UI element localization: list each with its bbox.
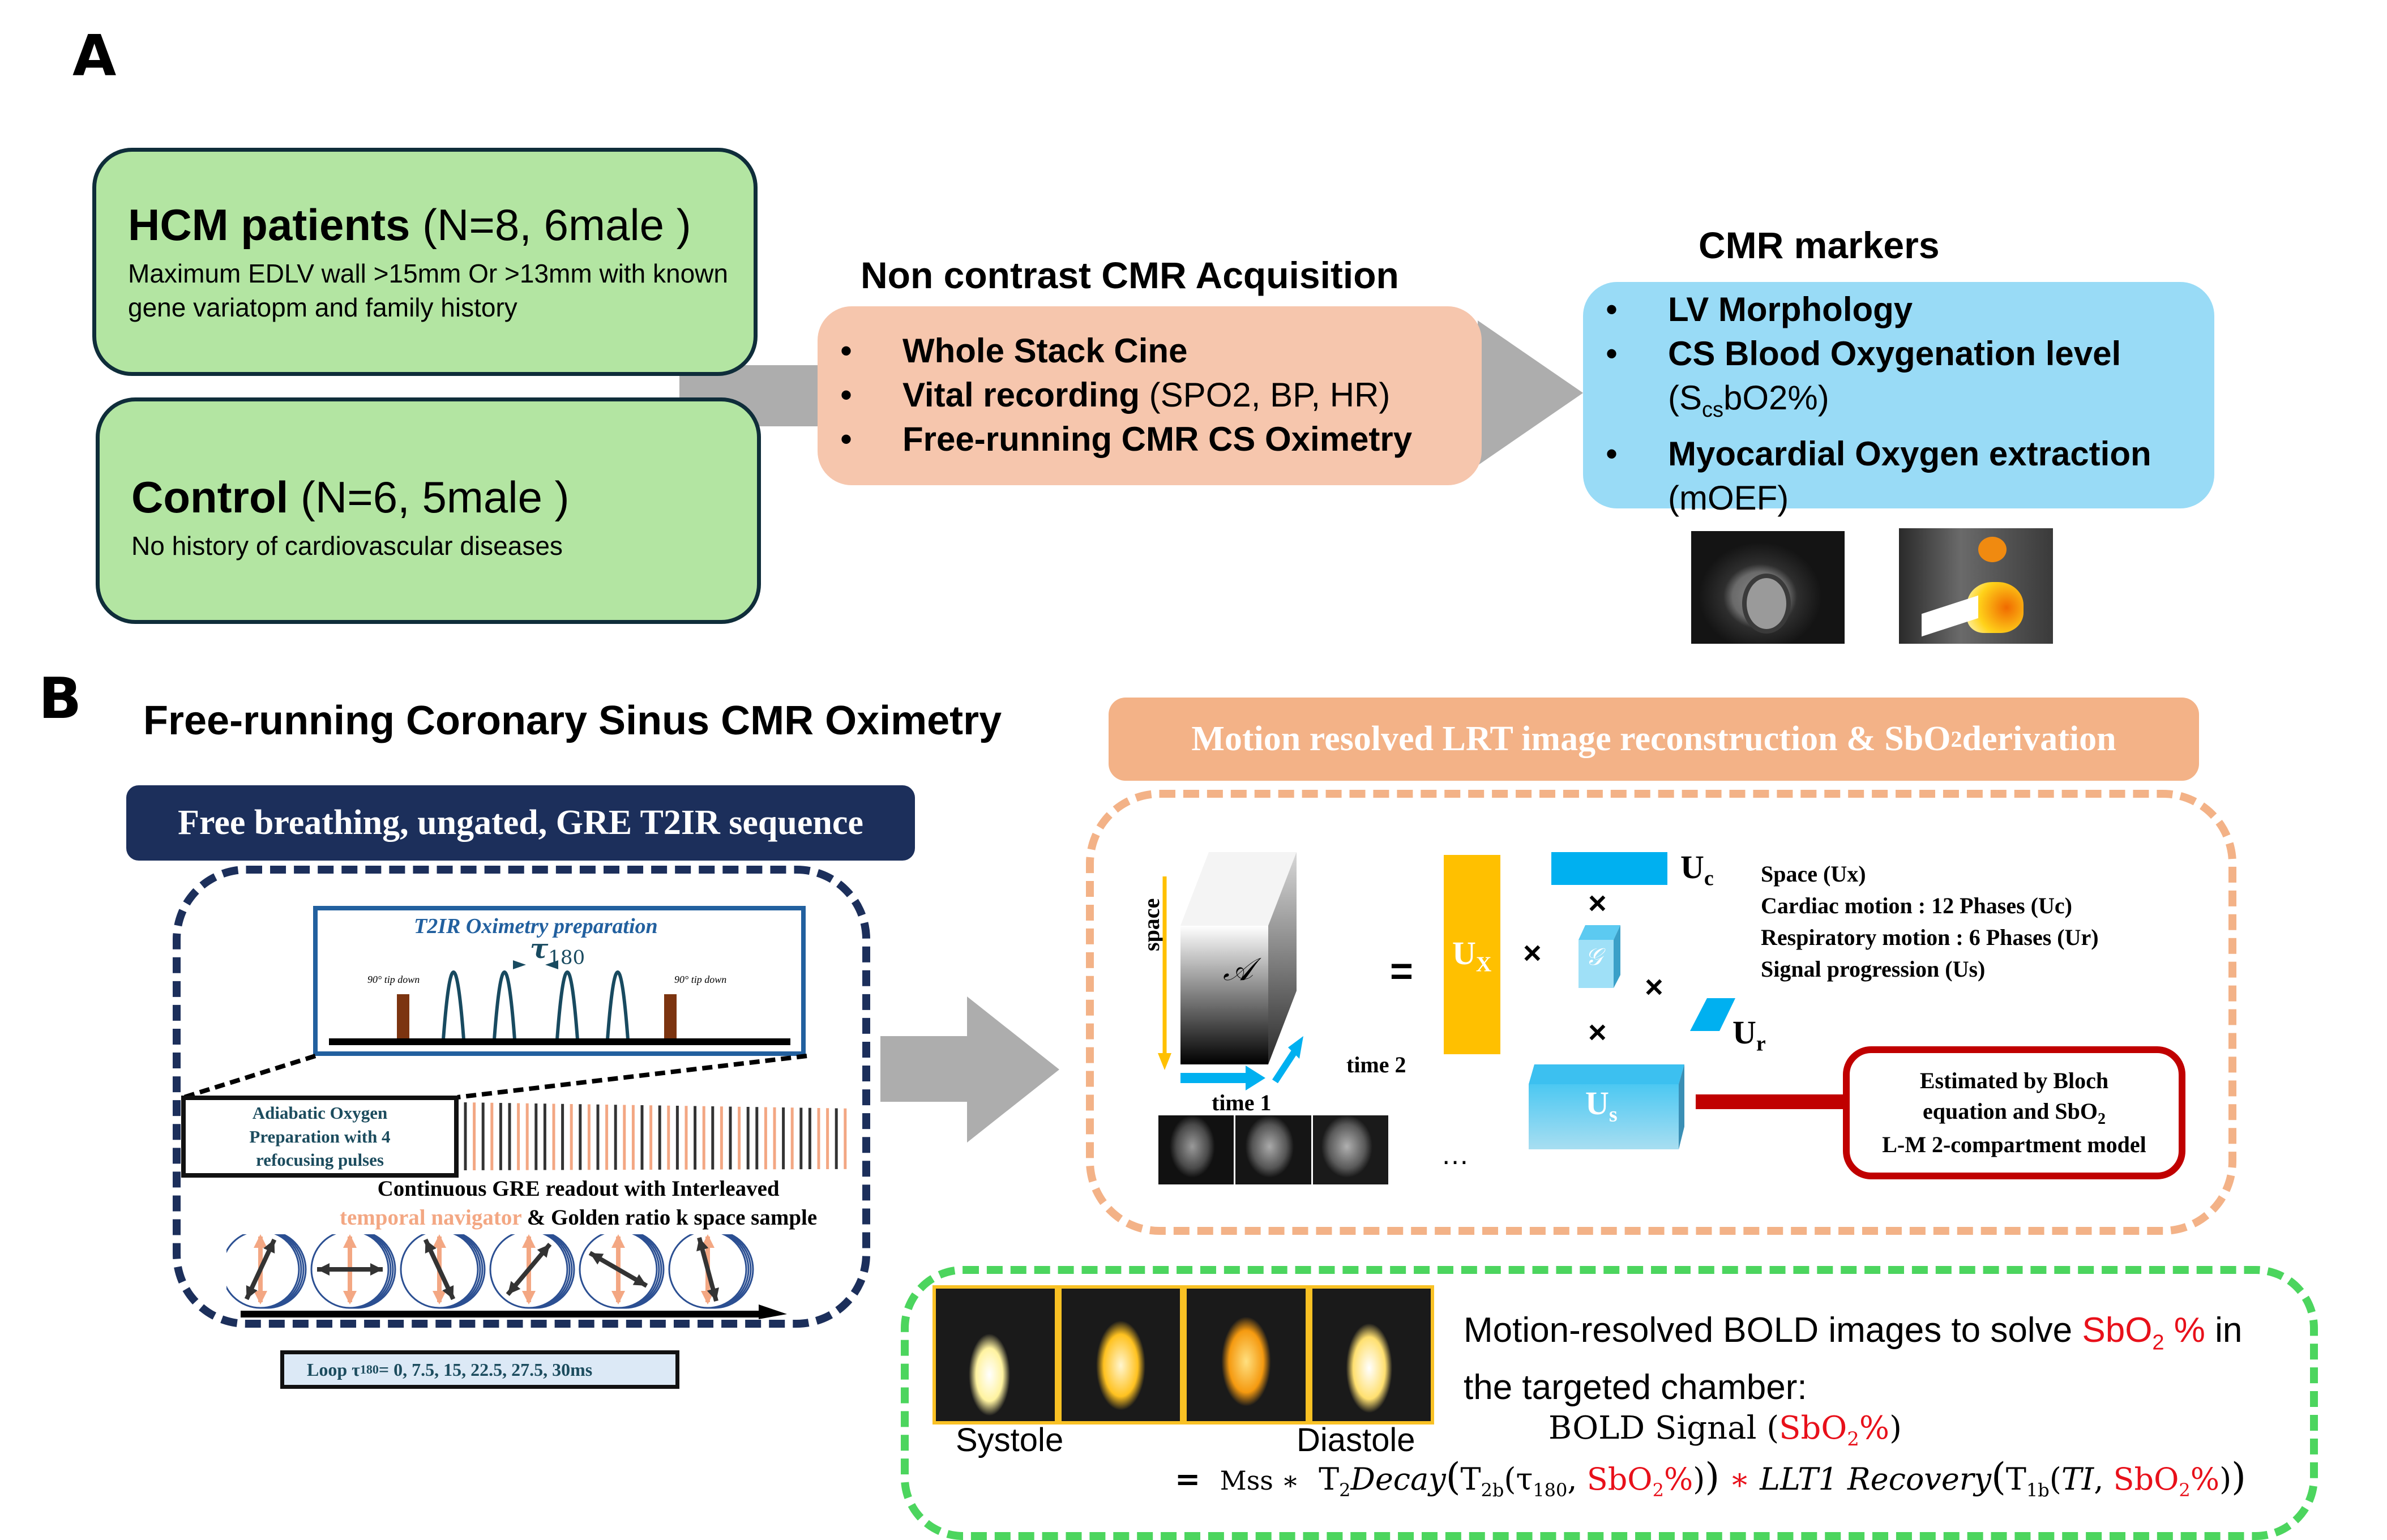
- t2ir-title: T2IR Oximetry preparation: [414, 914, 658, 938]
- cine-short-axis-image: [1691, 531, 1845, 644]
- control-title: Control (N=6, 5male ): [131, 472, 570, 522]
- tau-arrow-right: [513, 960, 526, 969]
- times-sign: ×: [1645, 969, 1663, 1004]
- refocusing-pulse-3: [555, 970, 579, 1040]
- oximetry-title: Free-running Coronary Sinus CMR Oximetry: [143, 698, 1002, 743]
- ellipsis: …: [1441, 1139, 1469, 1170]
- tip-down-label-left: 90° tip down: [367, 974, 420, 985]
- hcm-patients-box: HCM patients (N=8, 6male ) Maximum EDLV …: [92, 148, 758, 376]
- zoom-guide-lines: [183, 1054, 807, 1100]
- pulse-diagram: [329, 960, 790, 1045]
- times-sign: ×: [1523, 935, 1542, 970]
- bold-frame: [1058, 1285, 1183, 1424]
- bold-signal-equation-rhs: = Mss ∗ T2Decay(T2b(τ180, SbO2%)) ∗ LLT1…: [1175, 1455, 2246, 1501]
- panel-label-a: A: [72, 23, 117, 89]
- marker-item: •Myocardial Oxygen extraction(mOEF): [1606, 435, 2151, 517]
- readout-caption: Continuous GRE readout with Interleaved …: [340, 1177, 818, 1230]
- uc-label: Uc: [1680, 849, 1714, 891]
- reconstruction-dashed-frame: [1086, 790, 2236, 1235]
- hcm-title: HCM patients (N=8, 6male ): [128, 200, 691, 250]
- cine-frame: [1158, 1115, 1234, 1184]
- flow-arrow-to-markers: [1478, 320, 1583, 465]
- sequence-header: Free breathing, ungated, GRE T2IR sequen…: [126, 785, 915, 861]
- refocusing-pulse-4: [606, 970, 630, 1040]
- refocusing-pulse-2: [493, 970, 516, 1040]
- tip-down-pulse-left: [397, 994, 409, 1040]
- cine-frames-strip: [1158, 1115, 1388, 1184]
- bold-signal-equation-lhs: BOLD Signal (SbO2%): [1548, 1410, 1902, 1451]
- bloch-arrow: [1696, 1087, 1866, 1116]
- markers-title: CMR markers: [1699, 224, 1940, 266]
- acquisition-item: •Vital recording (SPO2, BP, HR): [840, 376, 1391, 414]
- times-sign: ×: [1588, 1014, 1607, 1050]
- bold-frame: [1183, 1285, 1309, 1424]
- time2-arrow: [1272, 1048, 1299, 1084]
- markers-box: •LV Morphology •CS Blood Oxygenation lev…: [1583, 282, 2214, 517]
- times-sign: ×: [1588, 885, 1607, 921]
- bold-frame: [932, 1285, 1058, 1424]
- tip-down-label-right: 90° tip down: [674, 974, 727, 985]
- time-progression-arrow: [241, 1311, 762, 1317]
- refocusing-pulse-1: [442, 970, 465, 1040]
- gre-readout-lines: [464, 1102, 847, 1170]
- bloch-model-box: Estimated by Bloch equation and SbO2 L-M…: [1843, 1046, 2185, 1179]
- ur-label: Ur: [1732, 1014, 1766, 1056]
- hcm-description: Maximum EDLV wall >15mm Or >13mm with kn…: [128, 259, 728, 322]
- control-description: No history of cardiovascular diseases: [131, 531, 563, 561]
- us-label: Us: [1585, 1085, 1618, 1127]
- ur-matrix: [1690, 998, 1735, 1031]
- marker-item: •LV Morphology: [1606, 290, 1913, 328]
- core-tensor: [1578, 925, 1620, 988]
- bold-frame: [1308, 1285, 1434, 1424]
- flow-arrow-to-reconstruction: [880, 996, 1059, 1143]
- bold-description: Motion-resolved BOLD images to solve SbO…: [1464, 1311, 2243, 1408]
- cine-frame: [1312, 1115, 1388, 1184]
- equals-sign: =: [1390, 949, 1413, 993]
- tensor-cube: [1158, 852, 1303, 1090]
- tensor-symbol: 𝒜: [1223, 951, 1253, 988]
- bold-image-strip: [932, 1285, 1434, 1424]
- lrt-legend: Space (Ux) Cardiac motion : 12 Phases (U…: [1761, 861, 2099, 982]
- tau-arrow-left: [545, 960, 558, 969]
- panel-label-b: B: [38, 665, 82, 732]
- time1-label: time 1: [1212, 1090, 1272, 1115]
- uc-matrix: [1551, 852, 1667, 885]
- tip-down-pulse-right: [664, 994, 677, 1040]
- reconstruction-header: Motion resolved LRT image reconstruction…: [1109, 698, 2199, 781]
- marker-item: •CS Blood Oxygenation level(ScsbO2%): [1606, 335, 2121, 422]
- acquisition-item: •Free-running CMR CS Oximetry: [840, 420, 1413, 458]
- us-matrix: [1529, 1064, 1684, 1149]
- core-symbol: 𝒢: [1585, 943, 1602, 970]
- ux-label: UX: [1452, 935, 1492, 977]
- oximetry-heatmap-image: [1899, 528, 2053, 644]
- ux-matrix: [1444, 855, 1500, 1054]
- sequence-dashed-frame: [173, 866, 870, 1328]
- diastole-label: Diastole: [1297, 1422, 1415, 1458]
- acquisition-item: •Whole Stack Cine: [840, 332, 1188, 370]
- time2-label: time 2: [1346, 1052, 1406, 1077]
- time-axis: [329, 1038, 790, 1045]
- systole-label: Systole: [956, 1422, 1064, 1458]
- time1-arrow: [1180, 1073, 1248, 1083]
- kspace-sampling-diagram: [226, 1234, 787, 1319]
- acquisition-title: Non contrast CMR Acquisition: [861, 254, 1399, 296]
- control-box: Control (N=6, 5male ) No history of card…: [96, 397, 761, 624]
- cine-frame: [1235, 1115, 1311, 1184]
- t2ir-preparation-box: T2IR Oximetry preparation τ180 90° tip d…: [313, 906, 806, 1056]
- acquisition-box: •Whole Stack Cine •Vital recording (SPO2…: [818, 306, 1482, 485]
